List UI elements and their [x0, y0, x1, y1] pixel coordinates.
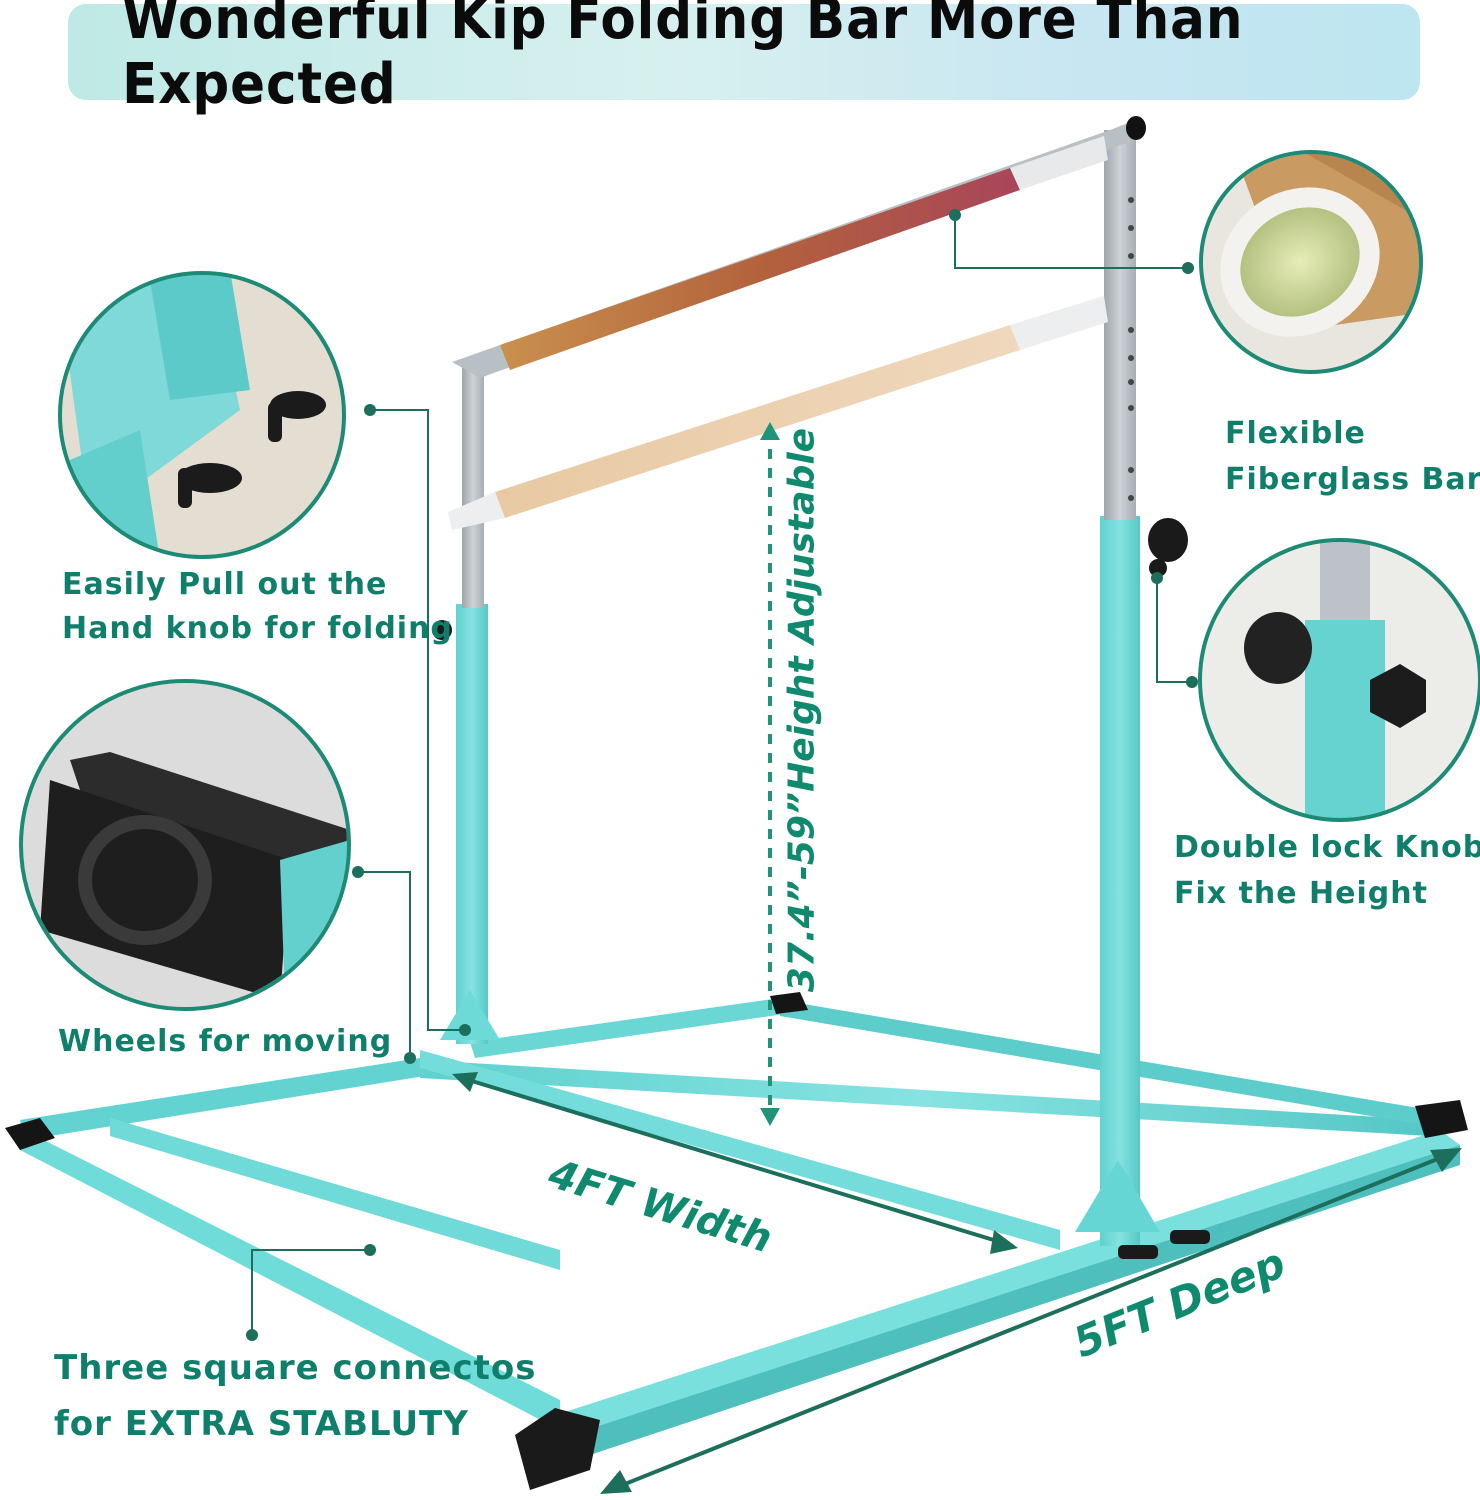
- upright-knobs: [432, 518, 1210, 1259]
- left-front-rail: [20, 1128, 560, 1430]
- inner-cross-rail: [110, 1118, 560, 1270]
- upper-wood-bar: [500, 168, 1020, 370]
- depth-dimension-line: [609, 1150, 1456, 1492]
- adjustment-holes: [1128, 197, 1134, 501]
- rear-base-rail: [420, 1060, 1430, 1136]
- right-upright-upper: [1104, 130, 1136, 520]
- wheel-detail-circle: [19, 679, 351, 1011]
- left-base-rail: [20, 1058, 425, 1140]
- double-lock-label-line1: Double lock Knobs to: [1174, 830, 1480, 865]
- fiberglass-label-line2: Fiberglass Bar: [1225, 462, 1480, 497]
- height-dimension-label: 37.4”-59”Height Adjustable: [781, 427, 823, 993]
- double-lock-detail-circle: [1198, 538, 1480, 822]
- fiberglass-label-line1: Flexible: [1225, 416, 1366, 451]
- fiberglass-detail-circle: [1199, 150, 1423, 374]
- diagonal-rail: [420, 1050, 1060, 1250]
- foot-right: [1415, 1100, 1468, 1138]
- left-upright-lower: [456, 604, 488, 1044]
- hand-knob-label-line2: Hand knob for folding: [62, 611, 453, 646]
- left-upright-upper: [462, 368, 484, 608]
- width-dimension-line: [461, 1076, 1011, 1247]
- lower-wood-bar: [495, 325, 1020, 518]
- double-lock-label-line2: Fix the Height: [1174, 876, 1428, 911]
- connectors-label-line1: Three square connectos: [54, 1348, 537, 1388]
- title-banner: Wonderful Kip Folding Bar More Than Expe…: [68, 0, 1420, 117]
- back-connector-rail: [470, 998, 785, 1058]
- page-title: Wonderful Kip Folding Bar More Than Expe…: [122, 0, 1244, 117]
- callout-dots: [246, 209, 1198, 1341]
- hand-knob-detail-circle: [58, 271, 346, 559]
- foot-front: [515, 1408, 600, 1490]
- callout-leaders: [251, 215, 1192, 1335]
- front-base-beam: [540, 1130, 1460, 1445]
- foot-left: [5, 1118, 55, 1150]
- connectors-label-line2: for EXTRA STABLUTY: [54, 1404, 469, 1444]
- right-upright-lower: [1100, 516, 1140, 1246]
- hand-knob-label-line1: Easily Pull out the: [62, 567, 388, 602]
- foot-back: [770, 992, 808, 1014]
- wheels-label: Wheels for moving: [58, 1024, 393, 1059]
